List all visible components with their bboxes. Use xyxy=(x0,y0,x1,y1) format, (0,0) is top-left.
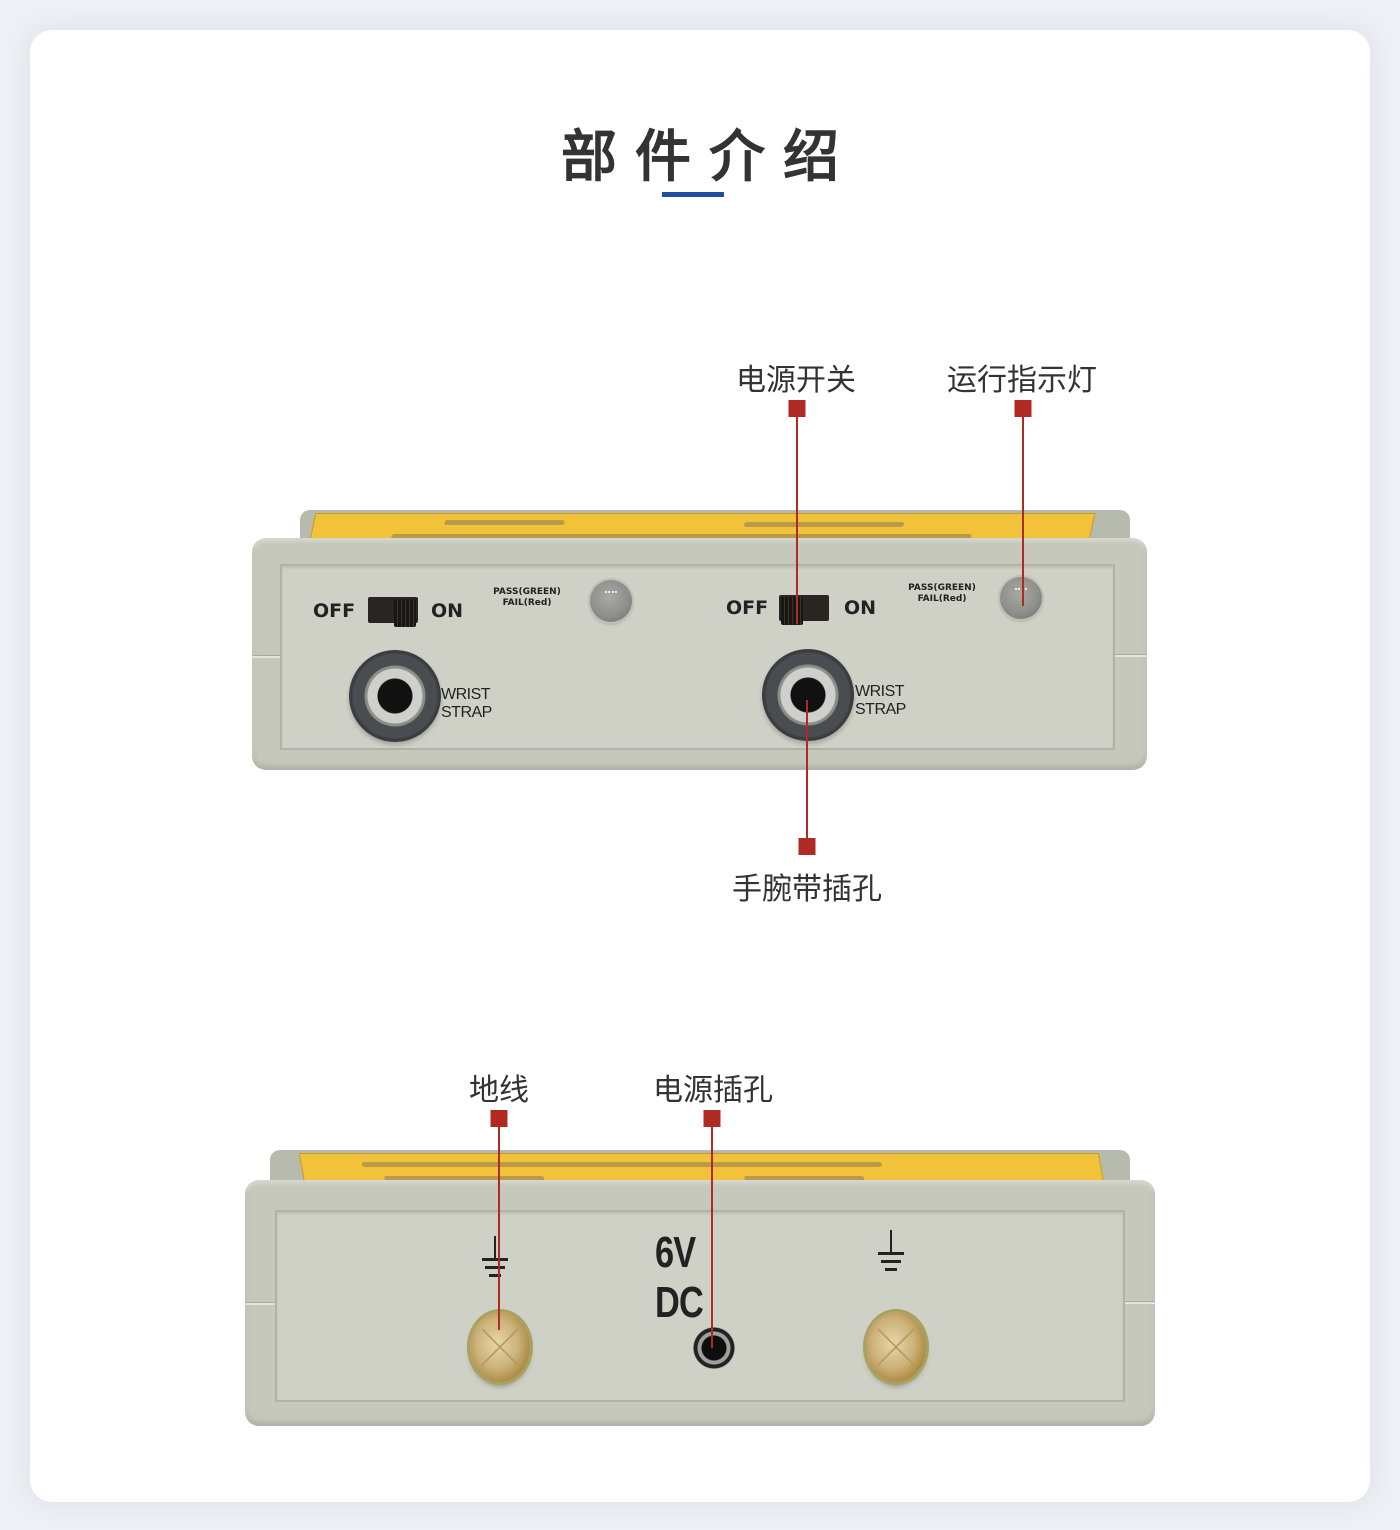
led-status-label: PASS(GREEN) FAIL(Red) xyxy=(487,587,567,609)
callout-marker xyxy=(788,400,806,417)
case-seam-left xyxy=(245,1302,275,1305)
callout-leader-line xyxy=(1022,416,1024,606)
voltage-label: 6V DC xyxy=(655,1228,704,1327)
power-switch[interactable] xyxy=(779,595,829,625)
led-status-label: PASS(GREEN) FAIL(Red) xyxy=(902,583,982,605)
callout-marker xyxy=(798,838,816,855)
dc-power-jack[interactable] xyxy=(686,1320,742,1376)
switch-knob[interactable] xyxy=(394,599,416,627)
callout-leader-line xyxy=(796,416,798,624)
page-title: 部件介绍 xyxy=(561,125,857,190)
callout-marker xyxy=(490,1110,508,1127)
callout-power-switch: 电源开关 xyxy=(736,363,856,398)
callout-run-indicator: 运行指示灯 xyxy=(947,363,1097,398)
switch-off-label: OFF xyxy=(313,600,356,622)
callout-power-jack: 电源插孔 xyxy=(653,1073,773,1108)
callout-leader-line xyxy=(806,700,808,840)
power-switch[interactable] xyxy=(368,597,418,627)
led-fail-label: FAIL(Red) xyxy=(917,594,967,604)
case-seam-right xyxy=(1125,1301,1155,1304)
callout-leader-line xyxy=(711,1126,713,1348)
led-pass-label: PASS(GREEN) xyxy=(908,583,976,593)
callout-wrist-strap-jack: 手腕带插孔 xyxy=(732,872,882,907)
ground-terminal-bolt[interactable] xyxy=(470,1312,530,1382)
switch-off-label: OFF xyxy=(726,597,769,619)
switch-knob[interactable] xyxy=(781,597,803,625)
callout-leader-line xyxy=(498,1126,500,1330)
case-seam-right xyxy=(1115,654,1147,657)
status-led-indicator xyxy=(1000,577,1042,619)
callout-marker xyxy=(1014,400,1032,417)
ground-symbol-icon xyxy=(480,1236,510,1282)
title-underline xyxy=(662,192,724,197)
case-seam-left xyxy=(252,655,280,658)
led-pass-label: PASS(GREEN) xyxy=(493,587,561,597)
ground-terminal-bolt[interactable] xyxy=(866,1312,926,1382)
wrist-strap-jack[interactable] xyxy=(762,649,854,741)
wrist-strap-label: WRIST STRAP xyxy=(441,686,492,721)
switch-on-label: ON xyxy=(431,600,464,622)
callout-ground-wire: 地线 xyxy=(469,1073,529,1108)
ground-symbol-icon xyxy=(876,1230,906,1276)
wrist-strap-label: WRIST STRAP xyxy=(855,683,906,718)
wrist-strap-jack[interactable] xyxy=(349,650,441,742)
led-fail-label: FAIL(Red) xyxy=(502,598,552,608)
callout-marker xyxy=(703,1110,721,1127)
status-led-indicator xyxy=(590,580,632,622)
switch-on-label: ON xyxy=(844,597,877,619)
